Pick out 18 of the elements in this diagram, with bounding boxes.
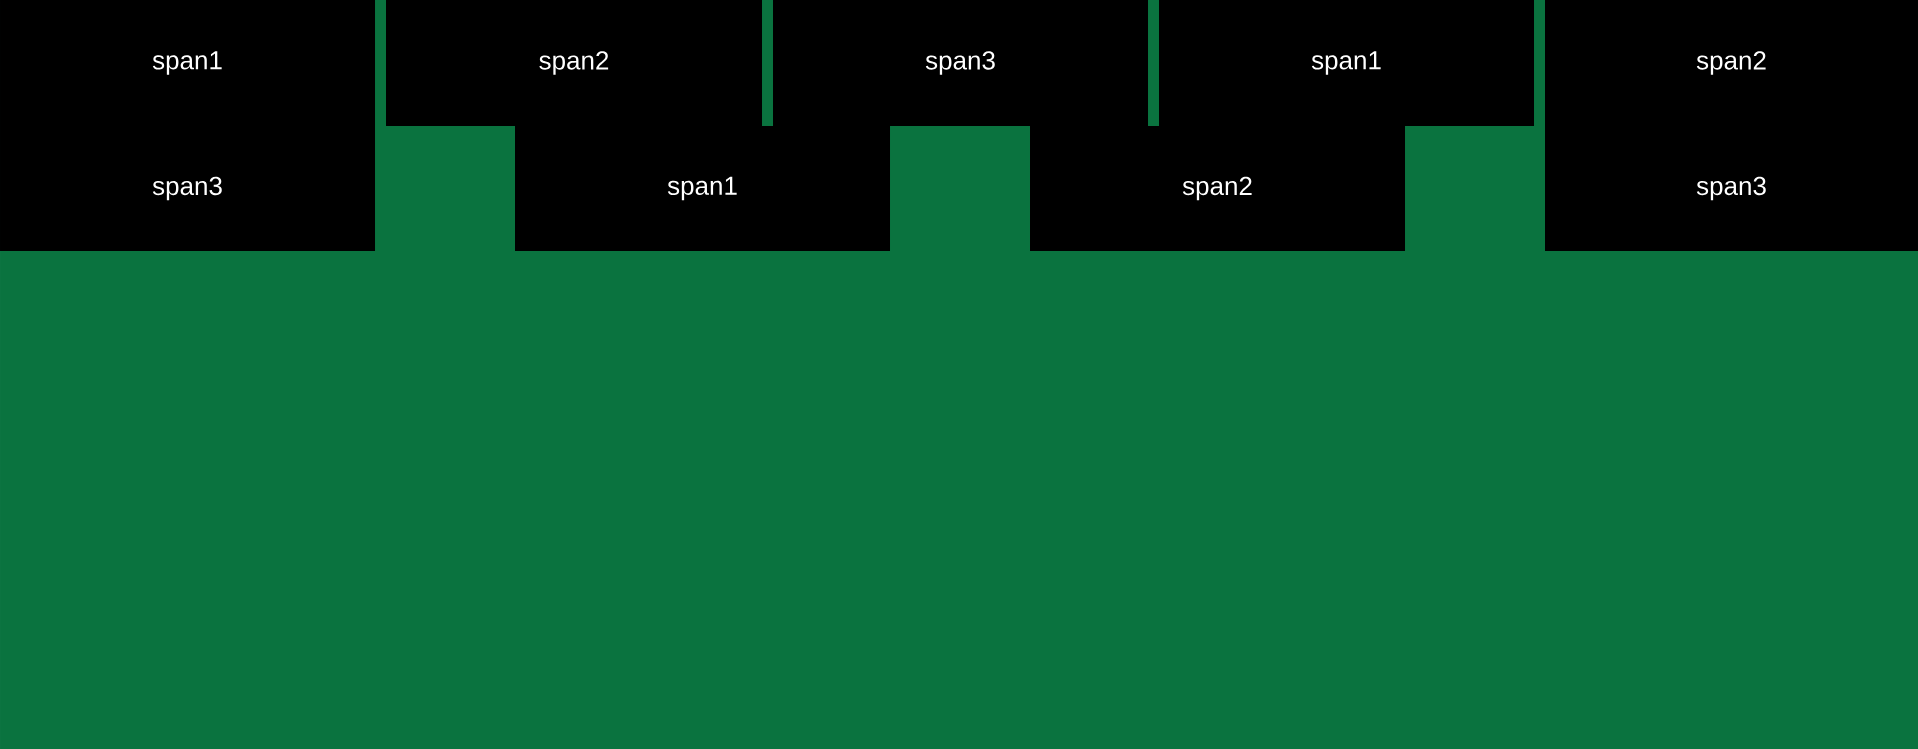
grid-cell: span2 xyxy=(386,0,762,126)
node-label: span3 xyxy=(152,176,222,201)
node-label: span3 xyxy=(925,51,995,75)
grid-cell: span1 xyxy=(1159,0,1534,126)
node-label: span1 xyxy=(152,51,222,75)
node-label: span1 xyxy=(667,176,737,201)
grid-cell: span3 xyxy=(773,0,1148,126)
node-label: span2 xyxy=(539,51,609,75)
node-label: span2 xyxy=(1182,176,1252,201)
grid-cell: span1 xyxy=(515,126,890,251)
grid-cell: span1 xyxy=(0,0,375,126)
node-label: span2 xyxy=(1696,51,1766,75)
grid-cell: span3 xyxy=(1545,126,1918,251)
node-label: span3 xyxy=(1696,176,1766,201)
grid-cell: span3 xyxy=(0,126,375,251)
node-label: span1 xyxy=(1311,51,1381,75)
grid-cell: span2 xyxy=(1030,126,1405,251)
grid-cell: span2 xyxy=(1545,0,1918,126)
